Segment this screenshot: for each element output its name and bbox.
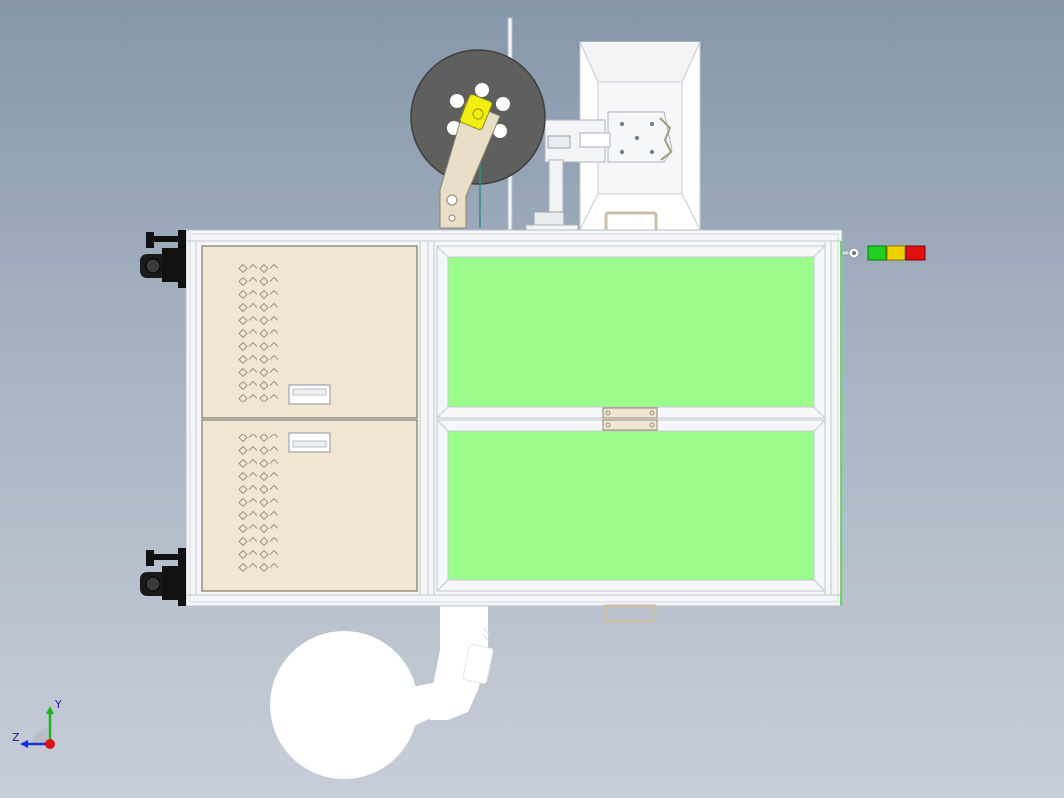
caster-top — [140, 230, 186, 288]
tower-light — [841, 245, 926, 261]
green-light-icon — [867, 245, 887, 261]
axis-y-label: Y — [55, 698, 62, 711]
caster-bottom — [140, 548, 186, 606]
yellow-light-icon — [886, 245, 906, 261]
glass-window-upper — [436, 245, 826, 419]
bottom-mechanism — [270, 604, 494, 779]
vent-pattern — [236, 262, 278, 402]
center-hinge — [602, 407, 658, 431]
vent-pattern — [236, 434, 278, 574]
red-light-icon — [905, 245, 926, 261]
cabinet-handle-bottom — [603, 604, 657, 623]
bottom-reel — [270, 631, 418, 779]
door-lower[interactable] — [201, 419, 418, 592]
coordinate-triad-icon: Y Z — [8, 698, 68, 758]
reel-arm — [439, 94, 501, 229]
glass-window-lower — [436, 419, 826, 592]
mounting-plate — [525, 111, 673, 234]
axis-z-label: Z — [12, 731, 20, 744]
top-mechanism — [410, 17, 701, 234]
door-upper[interactable] — [201, 245, 418, 419]
